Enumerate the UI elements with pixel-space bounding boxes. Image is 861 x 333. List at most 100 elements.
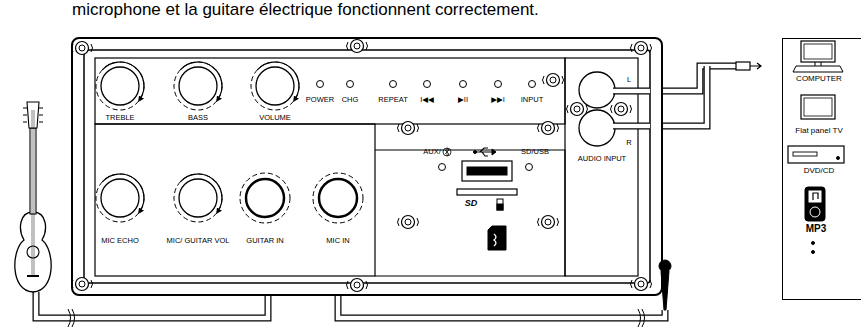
sd-card-mark xyxy=(494,234,496,246)
screw-head xyxy=(550,77,556,83)
knob-ring xyxy=(174,62,222,110)
device-box: COMPUTERFlat panel TVDVD/CDMP3 xyxy=(782,38,861,300)
cable-break xyxy=(642,309,645,327)
mp3-wheel xyxy=(810,207,820,217)
mp3-player xyxy=(805,187,825,221)
knob-arrow xyxy=(180,62,222,100)
flat-panel-screen xyxy=(804,98,832,116)
button-label: ▶II xyxy=(458,96,468,104)
audio-jack-r xyxy=(579,110,615,146)
knob xyxy=(101,67,139,105)
indicator-label: CHG xyxy=(342,96,359,104)
computer-keyboard xyxy=(793,66,843,72)
audio-jack-l xyxy=(579,72,615,108)
microphone-head xyxy=(659,260,671,272)
screw-mark xyxy=(72,280,93,288)
screw-mark xyxy=(538,218,559,226)
cable xyxy=(616,123,650,130)
knob xyxy=(179,179,217,217)
channel-label: R xyxy=(626,139,631,147)
knob-arrow xyxy=(102,174,144,212)
bluetooth-icon xyxy=(443,148,451,156)
bluetooth-rune xyxy=(445,148,449,156)
button-label: I◀◀ xyxy=(420,96,434,104)
media-panel xyxy=(375,150,565,276)
screw-head xyxy=(405,219,411,225)
screw-head xyxy=(405,125,411,131)
guitar-pegs xyxy=(23,108,43,122)
screw xyxy=(571,103,584,116)
screw-mark xyxy=(611,105,632,113)
guitar-soundhole xyxy=(27,246,39,258)
guitar-body xyxy=(15,212,51,292)
screw-mark xyxy=(72,44,93,52)
knob-label: BASS xyxy=(188,114,208,122)
screw xyxy=(76,278,89,291)
knob-label: MIC ECHO xyxy=(101,237,139,245)
cable xyxy=(613,88,616,95)
screw xyxy=(402,122,415,135)
upper-control-panel xyxy=(95,58,565,124)
device-label: DVD/CD xyxy=(804,167,835,176)
knob-arrow xyxy=(180,174,222,212)
more-dot xyxy=(812,251,815,254)
computer-monitor xyxy=(801,41,835,62)
mp3-note xyxy=(813,193,818,200)
sd-switch-knob xyxy=(497,204,503,210)
screw xyxy=(351,40,364,53)
usb-icon-dot xyxy=(474,151,477,154)
button-label: INPUT xyxy=(521,96,544,104)
knob xyxy=(179,67,217,105)
knob-arrow xyxy=(257,62,299,100)
device-label: Flat panel TV xyxy=(795,127,842,136)
knob-ring xyxy=(174,174,222,222)
led xyxy=(390,81,397,88)
guitar-head xyxy=(27,102,39,128)
channel-label: L xyxy=(627,76,631,84)
led xyxy=(439,164,446,171)
led xyxy=(317,81,324,88)
panel-frame xyxy=(84,50,650,283)
screw-head xyxy=(545,219,551,225)
more-dot xyxy=(812,242,815,245)
led xyxy=(526,164,533,171)
button-label: ▶▶I xyxy=(491,96,505,104)
screw xyxy=(635,42,648,55)
microphone-handle xyxy=(661,271,669,310)
screw-head xyxy=(79,45,85,51)
usb-icon-head xyxy=(492,149,496,155)
screw-mark xyxy=(347,281,368,289)
screw xyxy=(402,216,415,229)
screw xyxy=(542,122,555,135)
button-label: REPEAT xyxy=(378,96,407,104)
cable-break xyxy=(68,309,71,327)
led xyxy=(424,81,431,88)
knob-ring xyxy=(96,62,144,110)
screw xyxy=(615,103,628,116)
panel-housing xyxy=(72,38,662,295)
flat-panel-tv xyxy=(801,95,835,119)
screw-head xyxy=(618,106,624,112)
screw-mark xyxy=(631,280,652,288)
computer-stand xyxy=(815,62,821,66)
screw-head xyxy=(354,43,360,49)
knob-label: MIC/ GUITAR VOL xyxy=(167,237,230,245)
indicator-label: SD/USB xyxy=(521,148,549,156)
dvd-button xyxy=(837,157,840,160)
plug xyxy=(736,62,750,70)
indicator-label: AUX/ xyxy=(423,148,441,156)
computer-screen xyxy=(804,44,832,59)
cable-inner xyxy=(613,89,616,94)
screw xyxy=(76,42,89,55)
jack-label: GUITAR IN xyxy=(244,237,285,245)
screw-head xyxy=(354,282,360,288)
sd-slot xyxy=(457,189,517,195)
led xyxy=(460,81,467,88)
cable-inner xyxy=(613,124,616,129)
cable-inner xyxy=(616,124,650,129)
screw-mark xyxy=(347,42,368,50)
screw-head xyxy=(574,106,580,112)
screw-head xyxy=(545,125,551,131)
